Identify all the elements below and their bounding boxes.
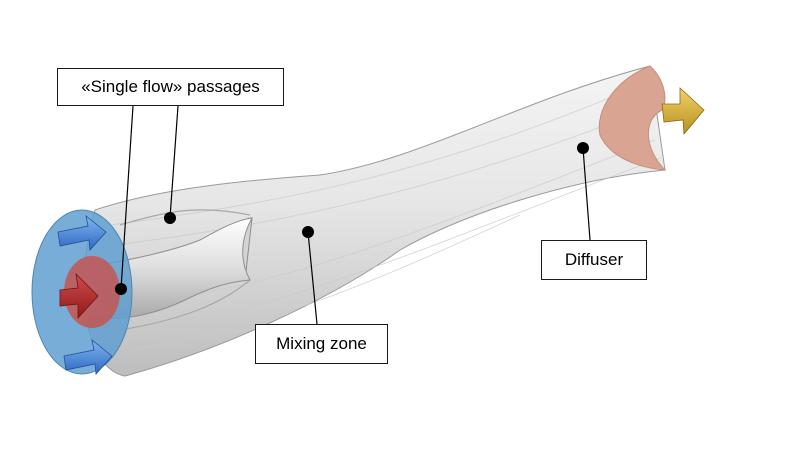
secondary-inflow-arrow-lower: [63, 339, 113, 375]
leader-mixing: [307, 231, 318, 325]
secondary-inflow-arrow-upper: [57, 215, 107, 251]
dot-diffuser: [577, 142, 589, 154]
outlet-face: [598, 65, 667, 171]
leader-lines: [120, 105, 591, 325]
diffuser-label: Diffuser: [541, 240, 647, 280]
dot-mixing: [302, 226, 314, 238]
leader-diffuser: [582, 147, 591, 241]
single-flow-passages-label: «Single flow» passages: [57, 68, 284, 106]
leader-dots: [115, 142, 589, 295]
primary-inflow-arrow: [59, 272, 99, 320]
dot-passage-nozzle: [115, 283, 127, 295]
passage-ridge-lower: [119, 279, 251, 331]
outflow-arrow: [661, 87, 705, 136]
dot-passage-upper: [164, 212, 176, 224]
primary-nozzle: [99, 217, 253, 319]
leader-passage-upper: [169, 105, 179, 219]
ejector-body: [83, 65, 666, 377]
passage-ridge-upper: [119, 209, 251, 226]
mixing-zone-label: Mixing zone: [255, 324, 388, 364]
leader-passage-nozzle: [120, 105, 134, 290]
